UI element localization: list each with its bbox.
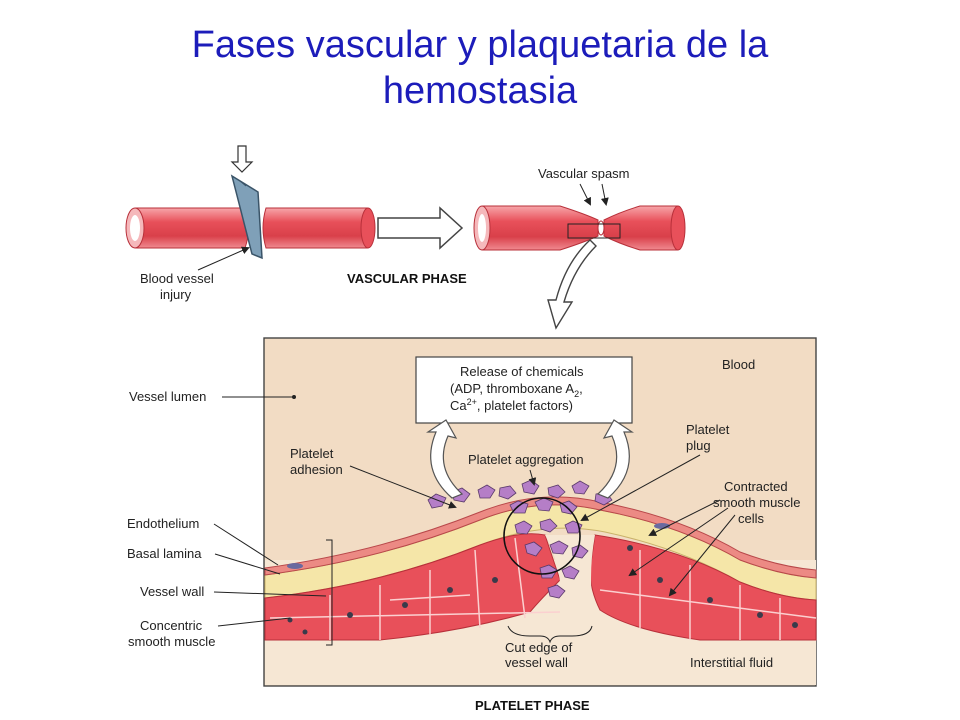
- spasm-vessel: [473, 205, 686, 251]
- interstitial-label: Interstitial fluid: [690, 655, 773, 670]
- platelet-plug-circle: [503, 497, 581, 575]
- release-arrow-left-icon: [426, 419, 464, 499]
- vascular-spasm-label: Vascular spasm: [538, 166, 630, 181]
- release-chemicals-box: [415, 356, 633, 424]
- release-arrow-right-icon: [596, 419, 634, 499]
- aggregation-pointer: [528, 469, 537, 486]
- contracted-pointer-3: [668, 514, 736, 597]
- concentric-label-2: smooth muscle: [128, 634, 215, 649]
- concentric-label-1: Concentric: [140, 618, 203, 633]
- adhesion-label-1: Platelet: [290, 446, 334, 461]
- left-labels: Vessel lumen Endothelium Basal lamina Ve…: [127, 389, 333, 649]
- basal-lamina-label: Basal lamina: [127, 546, 202, 561]
- release-line-2: (ADP, thromboxane A2,: [450, 381, 583, 399]
- plug-label-2: plug: [686, 438, 711, 453]
- endothelium-label: Endothelium: [127, 516, 199, 531]
- cut-edge-label-2: vessel wall: [505, 655, 568, 670]
- release-line-3: Ca2+, platelet factors): [450, 397, 573, 413]
- injury-pointer-line: [197, 246, 250, 271]
- zoom-arrow-icon: [547, 239, 597, 330]
- blade-icon: [230, 174, 263, 260]
- contracted-pointer-2: [628, 507, 729, 577]
- cut-edge-bracket: [507, 625, 593, 644]
- adhesion-label-2: adhesion: [290, 462, 343, 477]
- vessel-wall-label: Vessel wall: [140, 584, 204, 599]
- down-arrow-icon: [230, 145, 254, 173]
- injury-label-1: Blood vessel: [140, 271, 214, 286]
- platelet-phase-panel: Release of chemicals (ADP, thromboxane A…: [263, 337, 817, 687]
- contracted-label-3: cells: [738, 511, 765, 526]
- contracted-pointer-1: [648, 499, 721, 536]
- plug-pointer: [580, 454, 701, 521]
- cut-edge-label-1: Cut edge of: [505, 640, 573, 655]
- platelet-phase-label: PLATELET PHASE: [475, 698, 590, 713]
- vascular-phase-label: VASCULAR PHASE: [347, 271, 467, 286]
- plug-label-1: Platelet: [686, 422, 730, 437]
- blood-label: Blood: [722, 357, 755, 372]
- release-line-1: Release of chemicals: [460, 364, 584, 379]
- injured-vessel-right: [262, 207, 376, 249]
- title-line-2: hemostasia: [382, 70, 578, 112]
- injured-vessel-left: [125, 207, 249, 249]
- spasm-pointer-left: [579, 183, 591, 206]
- vascular-phase-section: Blood vessel injury VASCULAR PHASE Vascu…: [125, 145, 686, 330]
- vessel-lumen-label: Vessel lumen: [129, 389, 206, 404]
- injury-label-2: injury: [160, 287, 192, 302]
- contracted-label-2: smooth muscle: [713, 495, 800, 510]
- spasm-pointer-right: [600, 183, 609, 206]
- aggregation-label: Platelet aggregation: [468, 452, 584, 467]
- page-title: Fases vascular y plaquetaria de la hemos…: [0, 22, 960, 114]
- adhesion-pointer: [349, 465, 457, 509]
- title-line-1: Fases vascular y plaquetaria de la: [191, 24, 769, 66]
- contracted-label-1: Contracted: [724, 479, 788, 494]
- right-arrow-icon: [377, 206, 464, 250]
